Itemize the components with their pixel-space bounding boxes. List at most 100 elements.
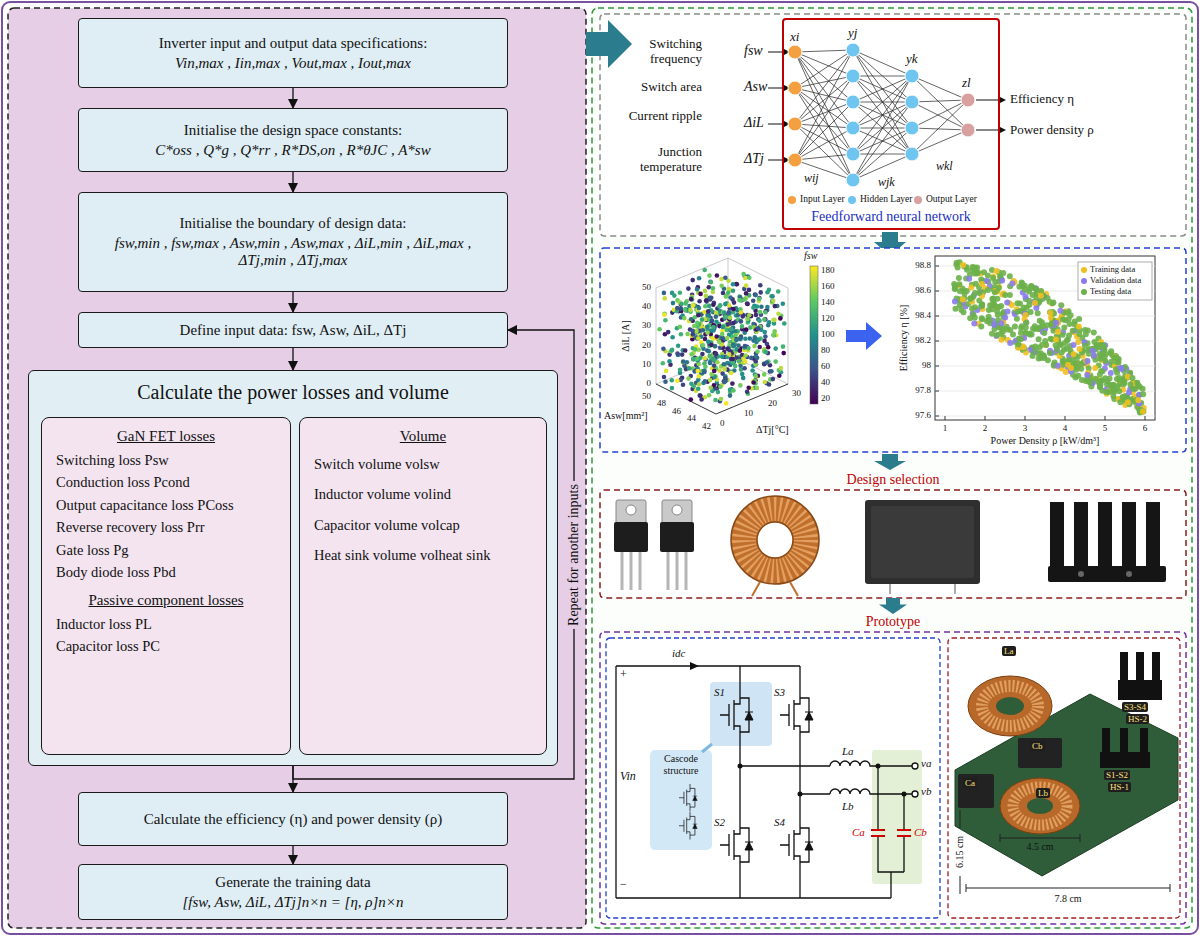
data-point xyxy=(732,343,737,348)
data-point xyxy=(754,313,759,318)
data-point xyxy=(1041,330,1047,336)
data-point xyxy=(994,333,1000,339)
part-name: Cb xyxy=(914,826,927,839)
data-point xyxy=(771,299,776,304)
tick-label: 48 xyxy=(657,398,666,408)
data-point xyxy=(755,386,760,391)
neuron xyxy=(905,69,919,83)
data-point xyxy=(1121,381,1127,387)
tick-mark xyxy=(1065,416,1066,420)
data-point xyxy=(681,360,686,365)
legend-text: Training data xyxy=(1090,265,1135,275)
data-point xyxy=(751,380,756,385)
data-point xyxy=(1068,365,1074,371)
tick-label: 5 xyxy=(1103,423,1108,433)
data-point xyxy=(707,349,712,354)
data-point xyxy=(745,301,750,306)
neuron xyxy=(905,95,919,109)
data-point xyxy=(734,337,739,342)
network-link xyxy=(853,76,912,154)
part-name: Lb xyxy=(842,800,854,813)
axis-title: Efficiency η [%] xyxy=(898,305,910,372)
data-point xyxy=(724,294,729,299)
data-point xyxy=(727,310,732,315)
network-link xyxy=(853,102,912,180)
data-point xyxy=(1091,353,1097,359)
flow-arrow xyxy=(879,598,907,614)
data-point xyxy=(1048,310,1054,316)
data-point xyxy=(1113,367,1119,373)
data-point xyxy=(763,310,768,315)
tick-label: 50 xyxy=(642,391,651,401)
data-point xyxy=(678,368,683,373)
process-box: Calculate the efficiency (η) and power d… xyxy=(78,792,508,846)
data-point xyxy=(1071,351,1077,357)
symbol: ΔiL xyxy=(744,115,764,131)
data-point xyxy=(697,382,702,387)
data-point xyxy=(1062,340,1068,346)
data-point xyxy=(661,347,666,352)
tick-label: 1 xyxy=(943,423,948,433)
data-point xyxy=(712,363,717,368)
data-point xyxy=(1047,350,1053,356)
data-point xyxy=(720,354,725,359)
tick-label: 98.4 xyxy=(915,310,931,320)
data-point xyxy=(996,284,1002,290)
data-point xyxy=(1092,365,1098,371)
data-point xyxy=(740,372,745,377)
symbol: xi xyxy=(790,30,799,45)
data-point xyxy=(758,290,763,295)
node-text: Body diode loss Pbd xyxy=(52,561,280,583)
data-point xyxy=(754,354,759,359)
tick-mark xyxy=(935,291,939,292)
tick-label: 2 xyxy=(983,423,988,433)
data-point xyxy=(1034,287,1040,293)
data-point xyxy=(696,313,701,318)
data-point xyxy=(1022,311,1028,317)
data-point xyxy=(777,374,782,379)
data-point xyxy=(697,374,702,379)
data-point xyxy=(979,301,985,307)
data-point xyxy=(708,353,713,358)
flow-arrow xyxy=(292,172,293,192)
network-link xyxy=(795,50,853,124)
data-point xyxy=(1030,353,1036,359)
tick-mark xyxy=(935,316,939,317)
node-text: Capacitor loss PC xyxy=(52,635,280,657)
data-point xyxy=(750,368,755,373)
data-point xyxy=(754,374,759,379)
tick-mark xyxy=(935,416,939,417)
data-point xyxy=(747,313,752,318)
data-point xyxy=(1119,366,1125,372)
network-link xyxy=(795,88,853,128)
callout-text: Cascode structure xyxy=(652,753,710,776)
data-point xyxy=(753,292,758,297)
data-point xyxy=(1078,366,1084,372)
data-point xyxy=(1049,300,1055,306)
axis-title: ΔiL [A] xyxy=(620,320,632,351)
network-link xyxy=(795,128,853,160)
tick-label: 98.8 xyxy=(915,260,931,270)
data-point xyxy=(732,300,737,305)
legend-text: Validation data xyxy=(1090,276,1141,286)
tick-label: 80 xyxy=(821,345,830,355)
grid-line xyxy=(935,416,1155,417)
photo-tag: S1-S2 xyxy=(1104,770,1130,780)
data-point xyxy=(1076,331,1082,337)
data-point xyxy=(719,284,724,289)
data-point xyxy=(686,286,691,291)
neuron xyxy=(846,43,860,57)
data-point xyxy=(1076,323,1082,329)
data-point xyxy=(698,292,703,297)
legend-text: Output Layer xyxy=(926,194,977,205)
data-point xyxy=(1055,329,1061,335)
node-text: Gate loss Pg xyxy=(52,539,280,561)
gan-fet-photo xyxy=(614,500,694,590)
network-link xyxy=(853,76,912,102)
data-point xyxy=(714,334,719,339)
data-point xyxy=(743,344,748,349)
network-link xyxy=(853,50,912,154)
data-point xyxy=(998,303,1004,309)
network-link xyxy=(912,76,968,100)
data-point xyxy=(752,344,757,349)
